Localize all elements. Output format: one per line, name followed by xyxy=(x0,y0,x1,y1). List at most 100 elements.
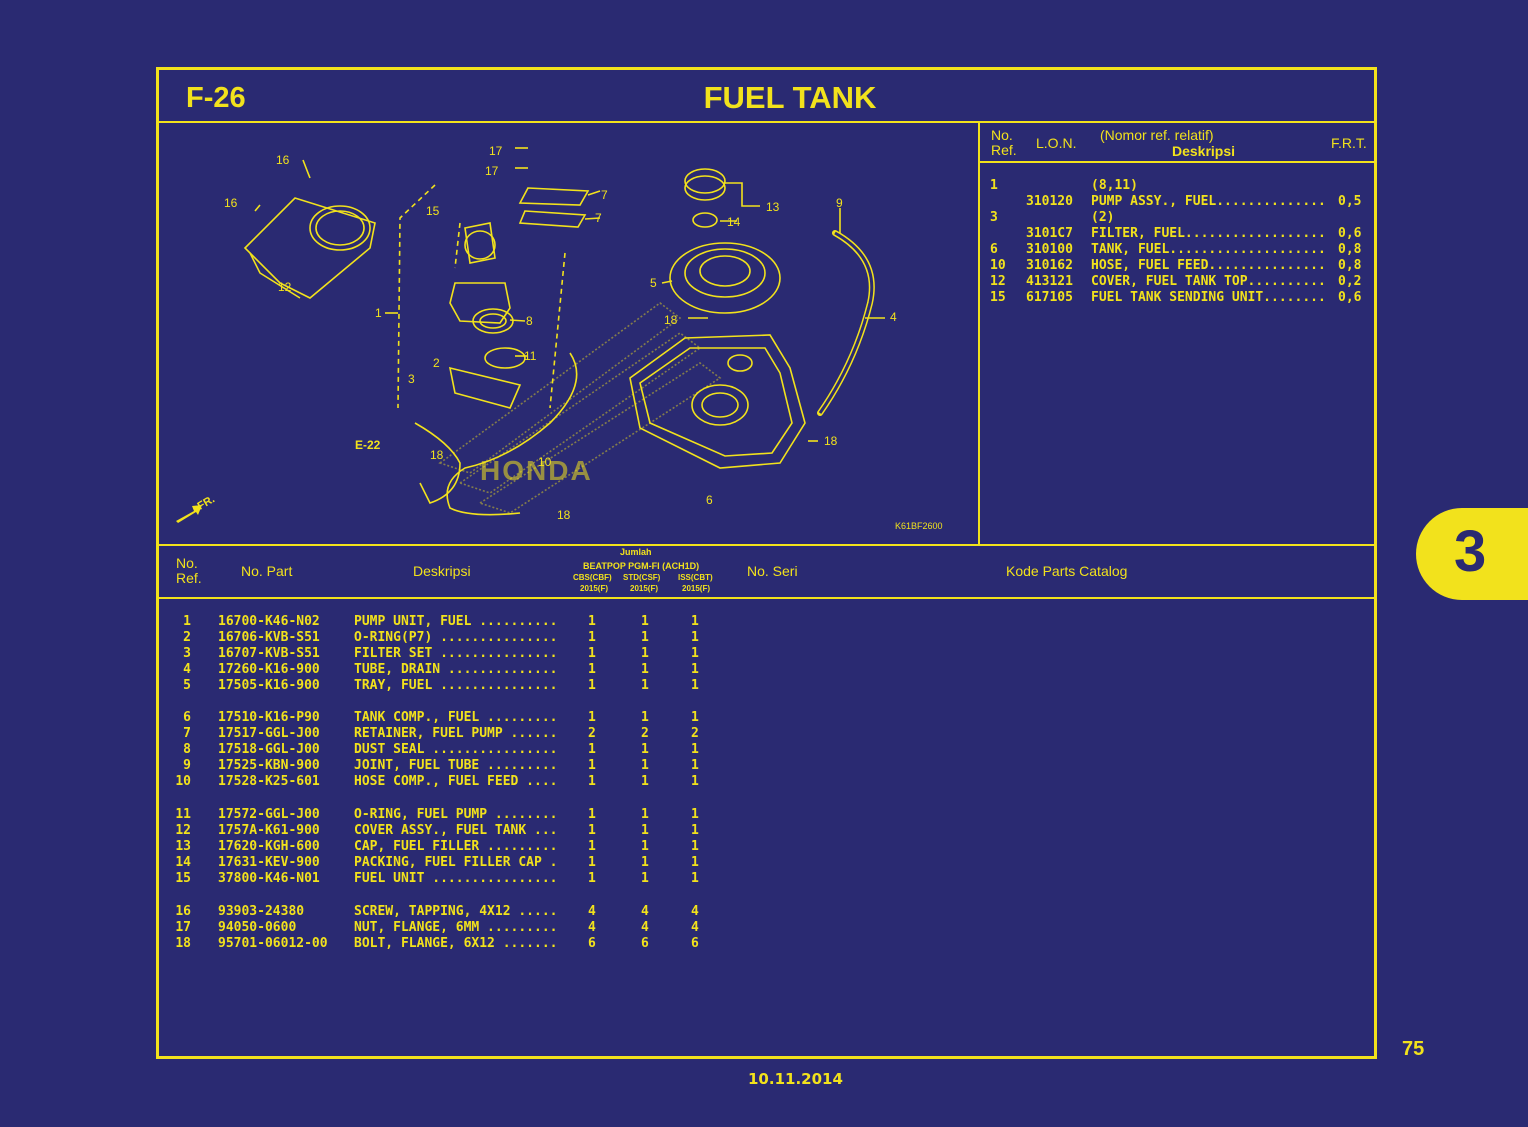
section-tab: 3 xyxy=(1416,508,1528,600)
lon-header-no-ref: No. Ref. xyxy=(991,127,1017,158)
fuel-tank-exploded-diagram: 16 16 12 17 17 7 7 15 1 8 2 3 11 13 14 5… xyxy=(176,144,943,531)
description-cell: PUMP UNIT, FUEL .......... xyxy=(354,614,558,629)
parts-header-top-rule xyxy=(158,544,1376,546)
qty-iss-cell: 1 xyxy=(691,710,699,725)
description-cell: NUT, FLANGE, 6MM ......... xyxy=(354,920,558,935)
part-number-cell: 17517-GGL-J00 xyxy=(218,726,320,741)
qty-std-cell: 2 xyxy=(641,726,649,741)
description-cell: TUBE, DRAIN .............. xyxy=(354,662,558,677)
ref-cell: 18 xyxy=(175,936,191,951)
qty-iss-cell: 1 xyxy=(691,742,699,757)
qty-std-cell: 1 xyxy=(641,710,649,725)
callout-label: 6 xyxy=(706,493,713,507)
qty-iss-cell: 1 xyxy=(691,662,699,677)
callout-label: 7 xyxy=(595,211,602,225)
description-cell: BOLT, FLANGE, 6X12 ....... xyxy=(354,936,558,951)
qty-std-cell: 1 xyxy=(641,871,649,886)
ref-cell: 16 xyxy=(175,904,191,919)
qty-std-cell: 4 xyxy=(641,904,649,919)
description-cell: O-RING, FUEL PUMP ........ xyxy=(354,807,558,822)
part-number-cell: 17505-K16-900 xyxy=(218,678,320,693)
callout-label-e22: E-22 xyxy=(355,438,381,452)
qty-cbs-cell: 1 xyxy=(588,630,596,645)
qty-std-cell: 4 xyxy=(641,920,649,935)
qty-cbs-cell: 1 xyxy=(588,758,596,773)
description-cell: PACKING, FUEL FILLER CAP . xyxy=(354,855,558,870)
retainer-upper xyxy=(518,187,590,206)
qty-cbs-cell: 1 xyxy=(588,839,596,854)
description-cell: DUST SEAL ................ xyxy=(354,742,558,757)
ref-cell: 12 xyxy=(175,823,191,838)
page-title: FUEL TANK xyxy=(703,80,877,115)
description-cell: TANK COMP., FUEL ......... xyxy=(354,710,558,725)
qty-iss-cell: 1 xyxy=(691,855,699,870)
part-number-cell: 16700-K46-N02 xyxy=(218,614,320,629)
qty-std-cell: 1 xyxy=(641,774,649,789)
callout-label: 13 xyxy=(766,200,780,214)
callout-label: 18 xyxy=(557,508,571,522)
qty-cbs-cell: 1 xyxy=(588,807,596,822)
lon-header-desc: Deskripsi xyxy=(1172,143,1236,159)
ref-cell: 14 xyxy=(175,855,191,870)
description-cell: CAP, FUEL FILLER ......... xyxy=(354,839,558,854)
part-number-cell: 17510-K16-P90 xyxy=(218,710,320,725)
parts-header-seri: No. Seri xyxy=(747,563,798,579)
ref-cell: 2 xyxy=(183,630,191,645)
part-number-cell: 17572-GGL-J00 xyxy=(218,807,320,822)
qty-std-cell: 1 xyxy=(641,630,649,645)
lon-header-frt: F.R.T. xyxy=(1331,135,1367,151)
title-rule xyxy=(158,121,1376,123)
qty-std-cell: 1 xyxy=(641,758,649,773)
ref-cell: 9 xyxy=(183,758,191,773)
qty-std-cell: 1 xyxy=(641,662,649,677)
ref-cell: 6 xyxy=(183,710,191,725)
qty-std-cell: 1 xyxy=(641,839,649,854)
qty-std-cell: 1 xyxy=(641,614,649,629)
qty-cbs-cell: 4 xyxy=(588,904,596,919)
callout-label: 9 xyxy=(836,196,843,210)
fuel-pump-part xyxy=(448,222,526,409)
qty-std-cell: 1 xyxy=(641,646,649,661)
part-number-cell: 94050-0600 xyxy=(218,920,297,935)
parts-header-jumlah: Jumlah xyxy=(620,547,652,557)
callout-label: 18 xyxy=(430,448,444,462)
qty-iss-cell: 1 xyxy=(691,678,699,693)
callout-label: 7 xyxy=(601,188,608,202)
qty-cbs-cell: 1 xyxy=(588,646,596,661)
part-number-cell: 37800-K46-N01 xyxy=(218,871,320,886)
qty-iss-cell: 4 xyxy=(691,904,699,919)
qty-iss-cell: 1 xyxy=(691,871,699,886)
description-cell: COVER ASSY., FUEL TANK ... xyxy=(354,823,558,838)
lon-header-lon: L.O.N. xyxy=(1036,135,1077,151)
part-number-cell: 16707-KVB-S51 xyxy=(218,646,320,661)
callout-label: 17 xyxy=(485,164,499,178)
qty-iss-cell: 1 xyxy=(691,646,699,661)
qty-std-cell: 1 xyxy=(641,742,649,757)
fuel-feed-hose-part xyxy=(446,352,578,516)
diagram-labels: 16 16 12 17 17 7 7 15 1 8 2 3 11 13 14 5… xyxy=(196,144,943,531)
lon-header-rule xyxy=(980,161,1376,163)
callout-label: 3 xyxy=(408,372,415,386)
callout-label: 5 xyxy=(650,276,657,290)
ref-cell: 3 xyxy=(183,646,191,661)
qty-iss-cell: 1 xyxy=(691,758,699,773)
fuel-tank-part xyxy=(629,334,806,469)
qty-std-cell: 1 xyxy=(641,807,649,822)
callout-label: 17 xyxy=(489,144,503,158)
parts-header-catalog: Kode Parts Catalog xyxy=(1006,563,1128,579)
print-date: 10.11.2014 xyxy=(748,1070,843,1088)
filler-packing-part xyxy=(692,212,718,228)
callout-label: 2 xyxy=(433,356,440,370)
part-number-cell: 17528-K25-601 xyxy=(218,774,320,789)
ref-cell: 17 xyxy=(175,920,191,935)
qty-cbs-cell: 1 xyxy=(588,678,596,693)
callout-label: 15 xyxy=(426,204,440,218)
qty-cbs-cell: 4 xyxy=(588,920,596,935)
callout-label: 18 xyxy=(664,313,678,327)
retainer-lower xyxy=(518,210,587,228)
fuel-tray-part xyxy=(669,242,781,314)
callout-label: 16 xyxy=(224,196,238,210)
part-number-cell: 93903-24380 xyxy=(218,904,305,919)
lon-header-desc-top: (Nomor ref. relatif) xyxy=(1100,127,1214,143)
parts-header-model: BEATPOP PGM-FI (ACH1D) xyxy=(583,561,700,571)
